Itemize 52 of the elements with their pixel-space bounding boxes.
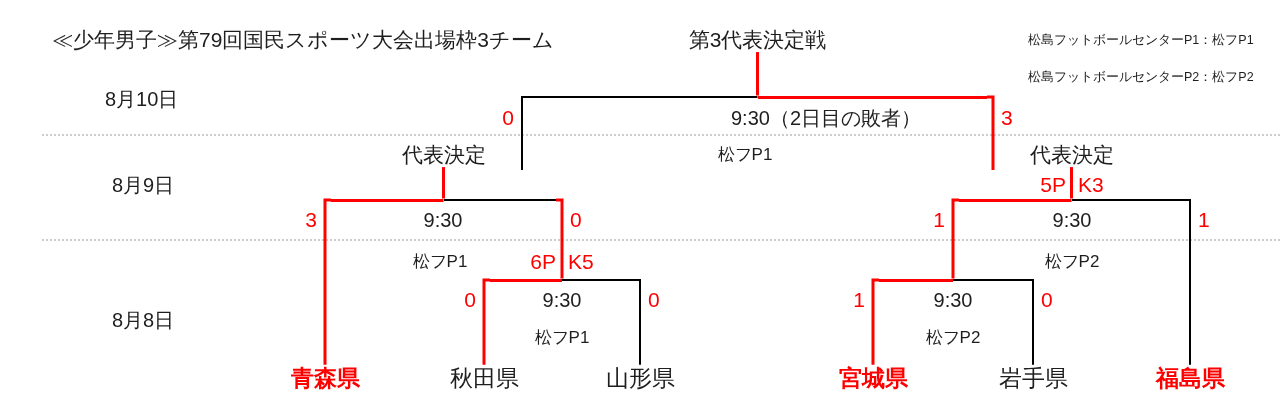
date-label: 8月8日 xyxy=(112,308,175,332)
match-time: 9:30 xyxy=(933,288,973,312)
venue-label: 松フP1 xyxy=(412,252,468,272)
bracket-line xyxy=(482,278,490,365)
team-name: 秋田県 xyxy=(449,364,519,392)
venue-label: 松フP1 xyxy=(534,328,590,348)
match-time: 9:30 xyxy=(1052,208,1092,232)
venue-label: 松フP2 xyxy=(1044,252,1100,272)
score-label: 1 xyxy=(933,207,945,233)
match-time: 9:30 xyxy=(542,288,582,312)
team-name: 福島県 xyxy=(1155,364,1225,392)
bracket-line xyxy=(1070,167,1073,199)
stage-label: 第3代表決定戦 xyxy=(688,27,827,53)
score-label: 0 xyxy=(502,105,514,131)
bracket-line xyxy=(871,278,879,365)
bracket-line xyxy=(521,96,529,171)
match-time: 9:30（2日目の敗者） xyxy=(730,106,922,130)
score-label: 0 xyxy=(570,207,582,233)
venue-label: 松フP1 xyxy=(717,145,773,165)
venue-note: 松島フットボールセンターP1：松フP1 xyxy=(1028,32,1254,48)
date-label: 8月9日 xyxy=(112,173,175,197)
penalty-score: 5P xyxy=(1040,172,1066,198)
bracket-line xyxy=(951,198,959,279)
page-title: ≪少年男子≫第79回国民スポーツ大会出場枠3チーム xyxy=(52,27,555,53)
bracket-line xyxy=(633,279,641,366)
bracket-line xyxy=(756,52,759,96)
score-label: 0 xyxy=(1041,287,1053,313)
score-label: 3 xyxy=(1001,105,1013,131)
venue-label: 松フP2 xyxy=(925,328,981,348)
stage-label: 代表決定 xyxy=(401,142,486,168)
score-label: 0 xyxy=(464,287,476,313)
score-label: 1 xyxy=(1198,207,1210,233)
match-time: 9:30 xyxy=(423,208,463,232)
team-name: 宮城県 xyxy=(838,364,908,392)
venue-note: 松島フットボールセンターP2：松フP2 xyxy=(1028,69,1254,85)
score-label: 0 xyxy=(648,287,660,313)
bracket-line xyxy=(1183,199,1191,366)
bracket-line xyxy=(1026,279,1034,366)
score-label: 1 xyxy=(853,287,865,313)
penalty-score: K3 xyxy=(1078,172,1104,198)
bracket-line xyxy=(442,167,445,199)
bracket-line xyxy=(556,198,564,279)
bracket-line xyxy=(987,95,995,170)
team-name: 岩手県 xyxy=(998,364,1068,392)
bracket-line xyxy=(323,198,331,365)
team-name: 青森県 xyxy=(290,364,360,392)
stage-label: 代表決定 xyxy=(1029,142,1114,168)
team-name: 山形県 xyxy=(605,364,675,392)
penalty-score: 6P xyxy=(530,249,556,275)
penalty-score: K5 xyxy=(568,249,594,275)
date-label: 8月10日 xyxy=(105,87,179,111)
score-label: 3 xyxy=(305,207,317,233)
